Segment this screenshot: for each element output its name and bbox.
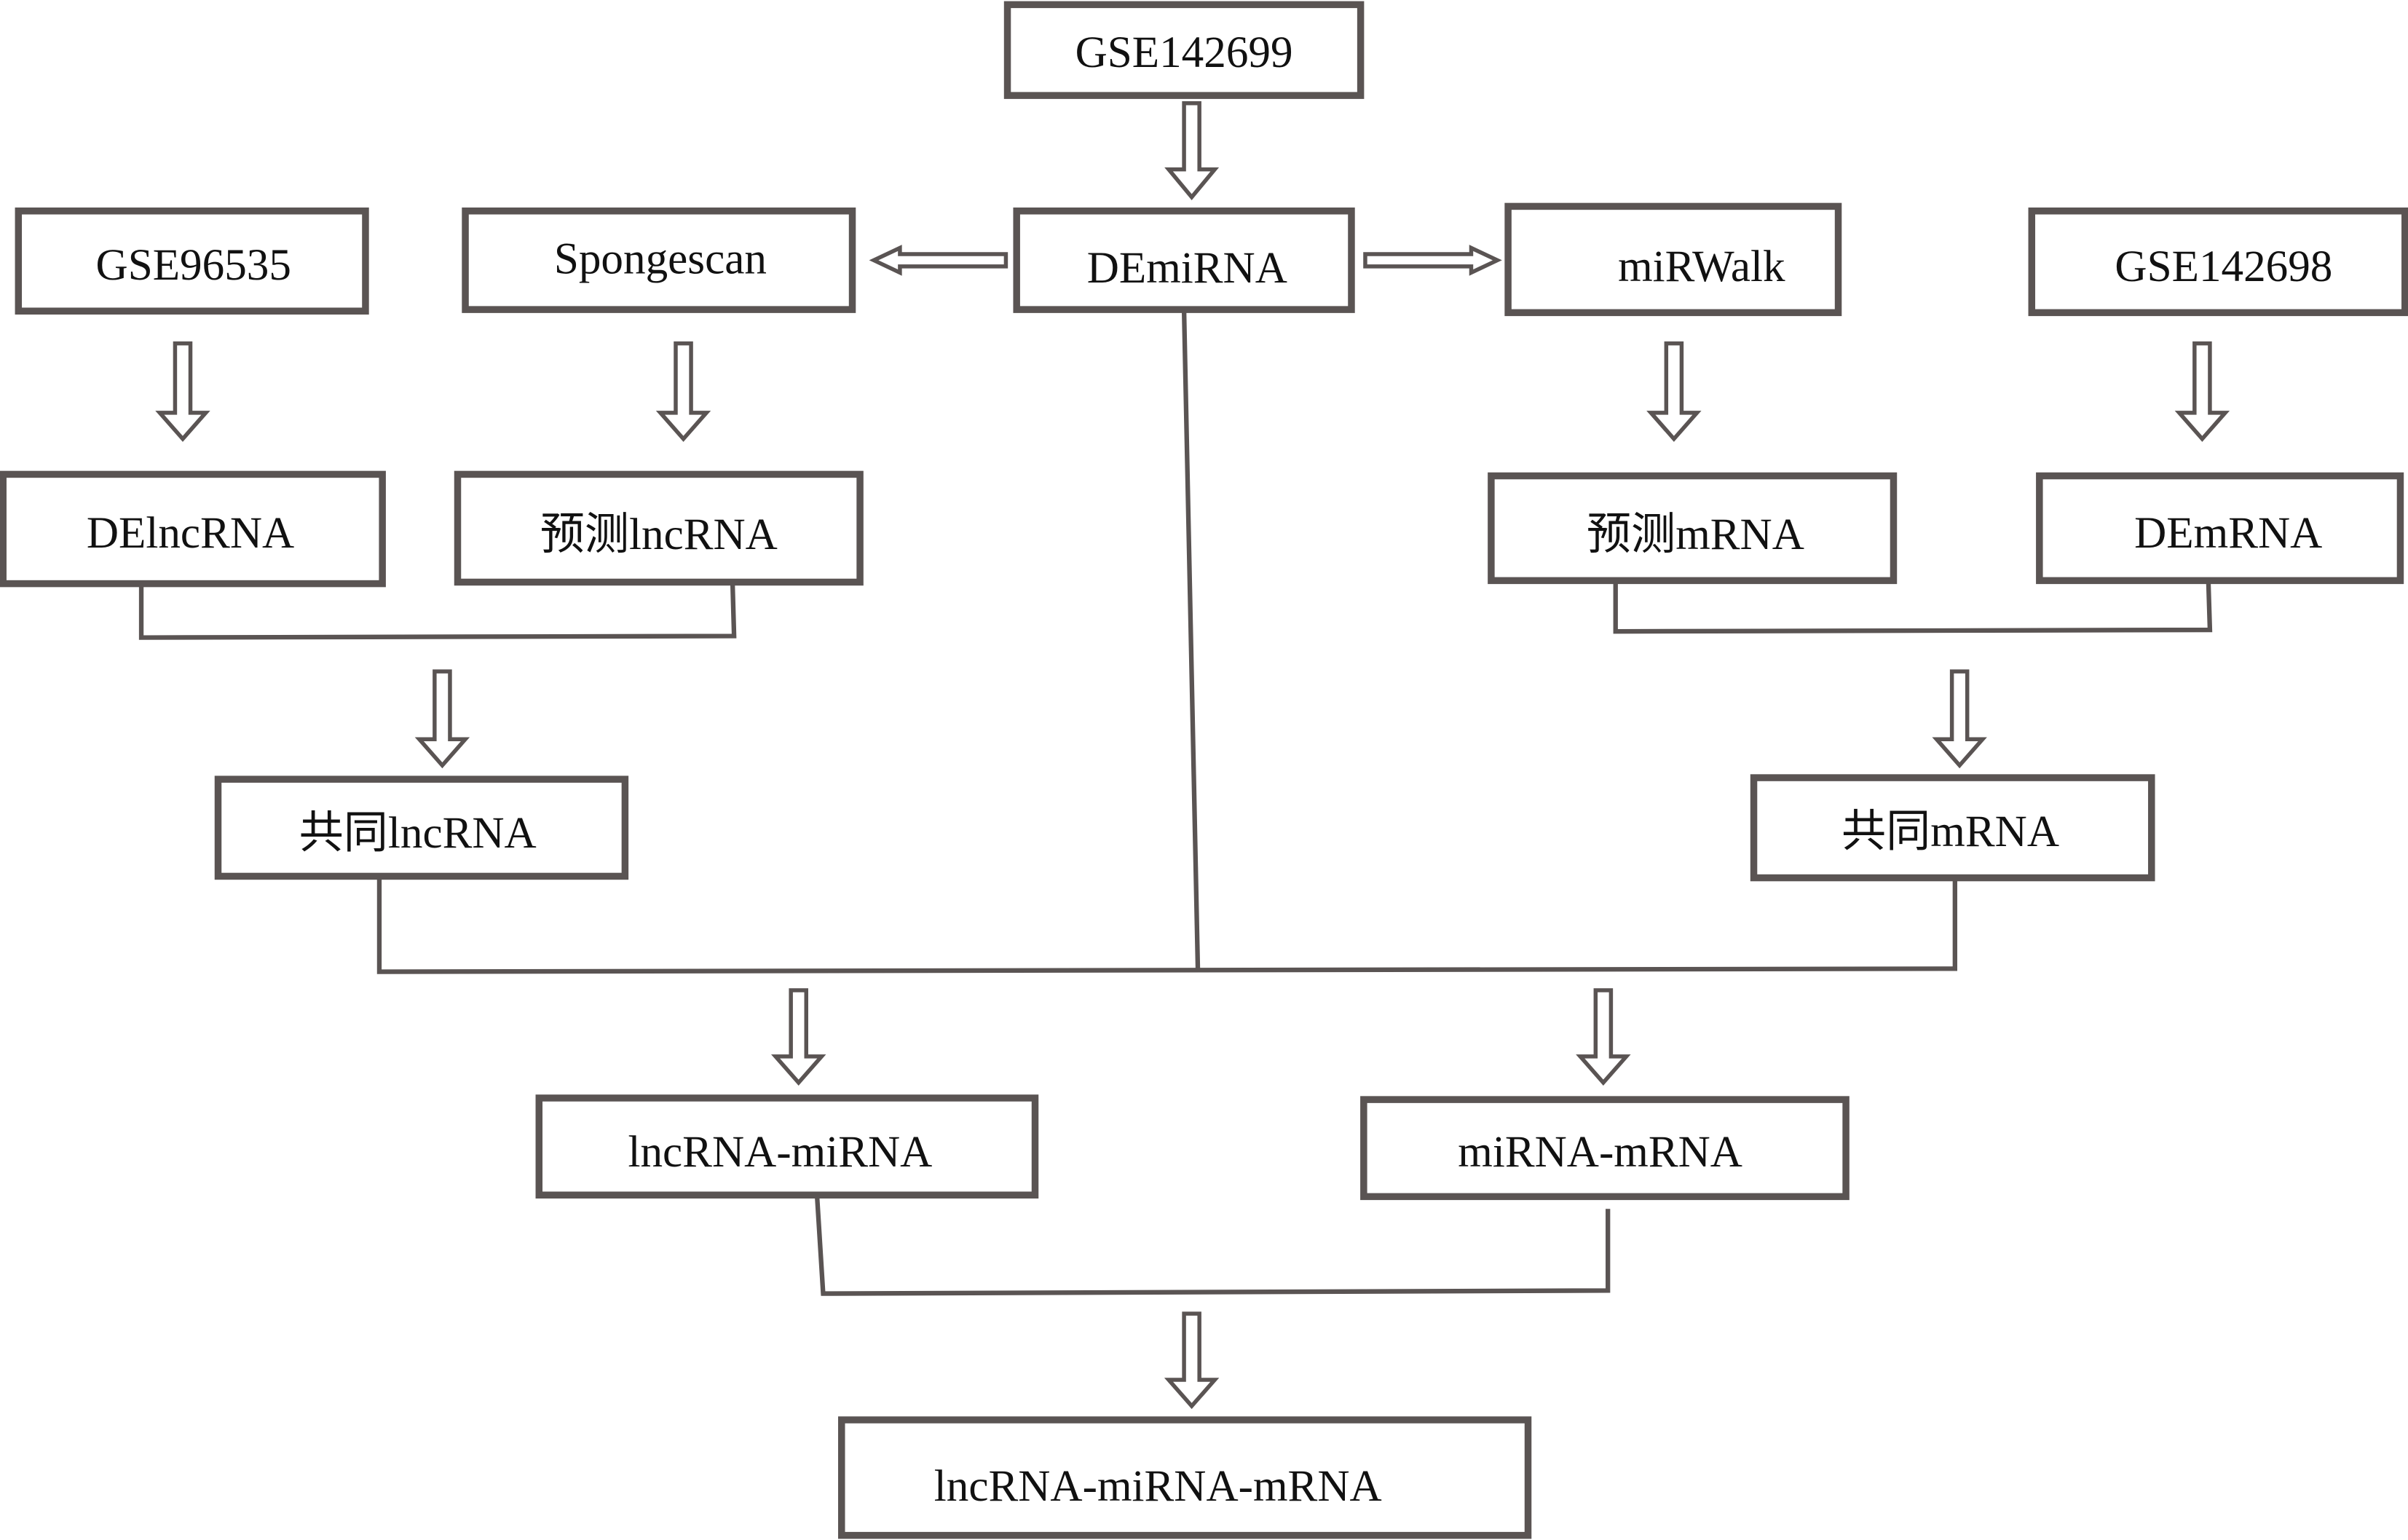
arrows: [155, 100, 2230, 1410]
node-predicted-mrna: 预测mRNA: [1488, 472, 1898, 585]
arrow-down-icon: [1164, 100, 1220, 201]
connector-lncrna-merge: [138, 582, 737, 640]
node-label: lncRNA-miRNA-mRNA: [934, 1461, 1382, 1511]
node-common-mrna: 共同mRNA: [1750, 774, 2155, 882]
node-gse142699: GSE142699: [1003, 1, 1365, 99]
node-label: miRWalk: [1618, 242, 1785, 291]
node-label: DEmiRNA: [1087, 243, 1287, 293]
node-label: GSE142698: [2115, 242, 2332, 291]
arrow-down-icon: [155, 341, 210, 442]
node-mirwalk: miRWalk: [1504, 202, 1842, 317]
node-lncrna-mirna-mrna: lncRNA-miRNA-mRNA: [838, 1416, 1532, 1539]
arrow-down-icon: [1646, 341, 1702, 442]
arrow-down-icon: [1932, 669, 1987, 769]
arrow-down-icon: [1164, 1311, 1220, 1410]
connector-demirna-down: [1181, 309, 1201, 971]
node-label: Spongescan: [554, 234, 767, 283]
node-label: GSE142699: [1075, 28, 1293, 77]
node-label: miRNA-mRNA: [1458, 1127, 1742, 1177]
node-delncrna: DElncRNA: [0, 470, 386, 588]
node-label: DEmRNA: [2134, 508, 2322, 558]
connector-final-merge: [814, 1195, 1611, 1296]
node-label: lncRNA-miRNA: [628, 1127, 932, 1177]
connector-central-merge: [376, 876, 1957, 974]
node-label: DElncRNA: [87, 508, 294, 558]
arrow-down-icon: [655, 341, 711, 442]
node-label: 共同lncRNA: [299, 808, 537, 858]
node-demirna: DEmiRNA: [1013, 207, 1355, 313]
node-label: 预测lncRNA: [540, 510, 778, 559]
node-mirna-mrna: miRNA-mRNA: [1360, 1096, 1850, 1201]
node-label: 共同mRNA: [1841, 807, 2059, 856]
node-gse142698: GSE142698: [2028, 207, 2408, 317]
node-common-lncrna: 共同lncRNA: [214, 775, 629, 880]
node-spongescan: Spongescan: [462, 207, 856, 313]
connector-mrna-merge: [1613, 580, 2213, 634]
arrow-down-icon: [414, 669, 470, 769]
node-label: 预测mRNA: [1587, 510, 1804, 559]
arrow-left-icon: [869, 245, 1008, 276]
arrow-down-icon: [2174, 341, 2230, 442]
connector-lines: [138, 309, 2213, 1296]
node-lncrna-mirna: lncRNA-miRNA: [535, 1094, 1039, 1199]
arrow-right-icon: [1363, 245, 1502, 276]
node-gse96535: GSE96535: [15, 207, 369, 315]
node-predicted-lncrna: 预测lncRNA: [454, 470, 864, 586]
arrow-down-icon: [770, 988, 826, 1086]
node-demrna: DEmRNA: [2036, 472, 2404, 585]
node-label: GSE96535: [96, 240, 291, 290]
arrow-down-icon: [1576, 988, 1631, 1086]
